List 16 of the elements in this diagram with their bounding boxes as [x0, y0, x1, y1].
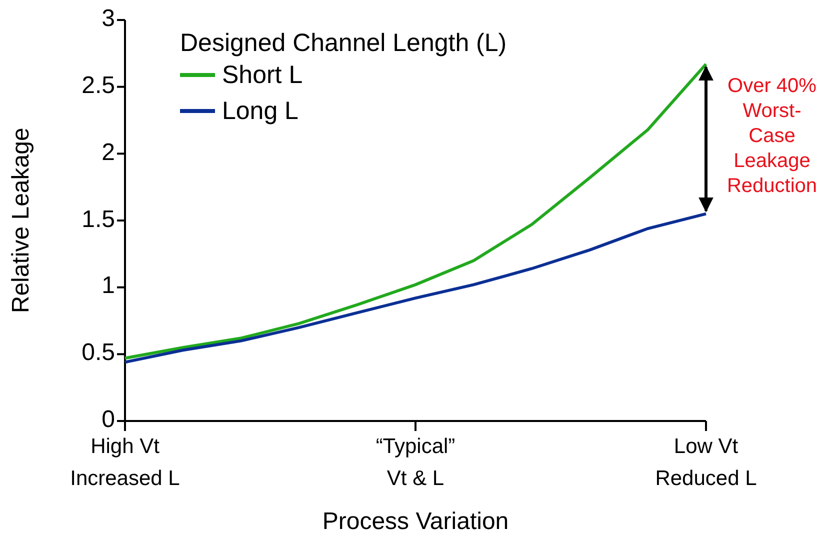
tick-label: 0: [100, 406, 115, 435]
tick-label: 2: [100, 138, 115, 168]
legend-label: Short L: [222, 60, 303, 90]
tick-label: 1.5: [80, 206, 115, 234]
tick-label: 2.5: [80, 72, 115, 101]
annotation-text: Over 40% Worst-Case Leakage Reduction: [726, 74, 818, 200]
legend-label: Long L: [222, 96, 298, 126]
tick-label: High Vt Increased L: [69, 434, 181, 492]
axis-title: Relative Leakage: [8, 126, 36, 315]
tick-label: Low Vt Reduced L: [654, 434, 758, 492]
tick-label: 1: [100, 272, 115, 302]
axis-title: Process Variation: [321, 508, 510, 537]
tick-label: “Typical” Vt & L: [374, 434, 456, 492]
tick-label: 3: [100, 5, 115, 34]
legend-title: Designed Channel Length (L): [180, 28, 507, 58]
tick-label: 0.5: [80, 339, 115, 368]
